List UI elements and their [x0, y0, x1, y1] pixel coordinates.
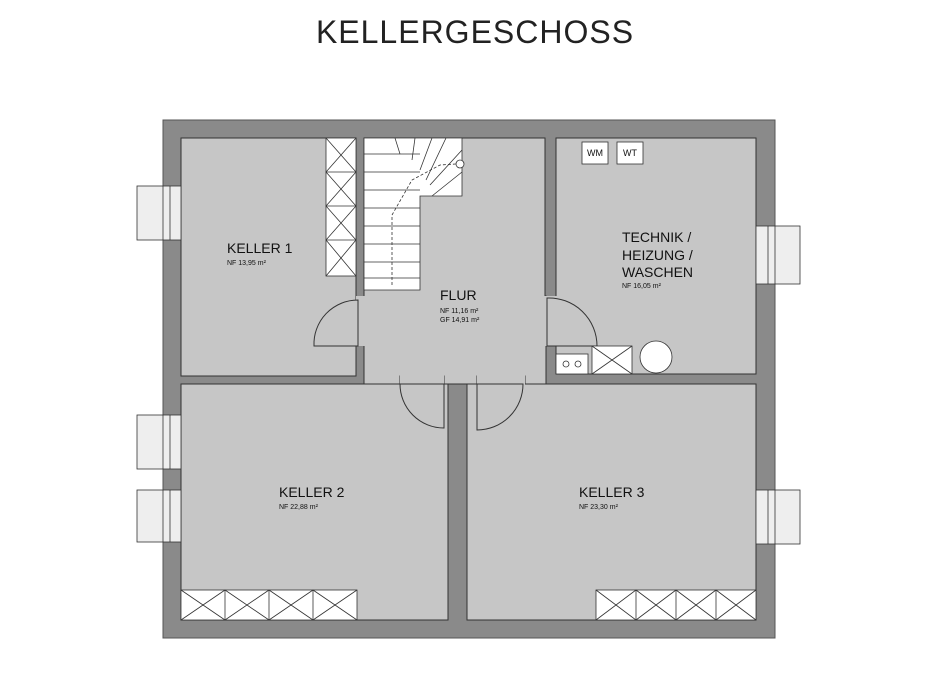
page-title: KELLERGESCHOSS: [315, 14, 635, 50]
room-keller-3: [466, 383, 757, 621]
window-keller-3: [755, 489, 801, 545]
window-keller-1: [136, 185, 182, 241]
flur-area-nf: NF 11,16 m²: [440, 308, 479, 315]
technik-name-line-2: HEIZUNG /: [622, 247, 693, 263]
door-swing-keller-3: [476, 383, 524, 431]
window-keller-2-bottom: [136, 489, 182, 543]
tumble-dryer: WT: [616, 141, 644, 165]
shelf-keller-2: [180, 589, 358, 621]
keller-2-name: KELLER 2: [279, 484, 345, 500]
wt-label: WT: [623, 148, 637, 158]
technik-name-line-1: TECHNIK /: [622, 229, 691, 245]
door-swing-keller-1: [313, 299, 359, 347]
windows: [136, 185, 801, 545]
window-keller-2-top: [136, 414, 182, 470]
window-technik: [755, 225, 801, 285]
washing-machine: WM: [581, 141, 609, 165]
door-swing-keller-2: [399, 383, 445, 429]
keller-3-name: KELLER 3: [579, 484, 645, 500]
shelf-keller-1: [325, 137, 357, 277]
technik-area: NF 16,05 m²: [622, 283, 662, 290]
keller-2-area: NF 22,88 m²: [279, 504, 319, 511]
technik-name-line-3: WASCHEN: [622, 264, 693, 280]
keller-1-area: NF 13,95 m²: [227, 260, 267, 267]
technik-equipment: [555, 340, 673, 375]
shelf-keller-3: [595, 589, 757, 621]
keller-1-name: KELLER 1: [227, 240, 293, 256]
keller-3-area: NF 23,30 m²: [579, 504, 619, 511]
flur-area-gf: GF 14,91 m²: [440, 317, 480, 324]
staircase: [363, 137, 465, 291]
flur-name: FLUR: [440, 287, 477, 303]
room-keller-2: [180, 383, 449, 621]
wm-label: WM: [587, 148, 603, 158]
